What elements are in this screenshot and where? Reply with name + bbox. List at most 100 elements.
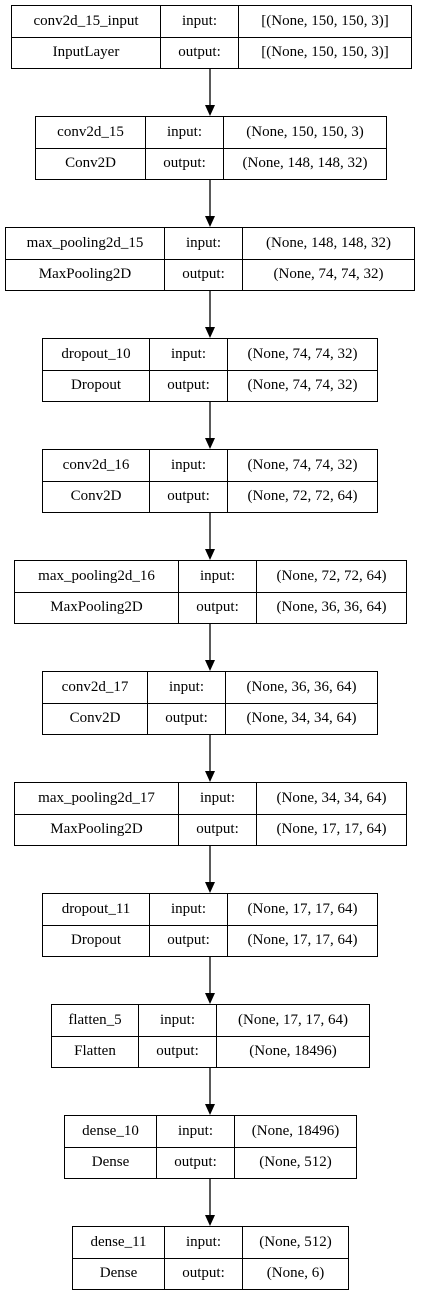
output-label: output:	[164, 1258, 242, 1289]
name-row: conv2d_16 input:(None, 74, 74, 32)	[43, 450, 377, 481]
input-shape: (None, 18496)	[234, 1116, 356, 1147]
input-label: input:	[156, 1116, 234, 1147]
input-shape: (None, 34, 34, 64)	[256, 783, 406, 814]
output-shape: (None, 512)	[234, 1147, 356, 1178]
output-shape: [(None, 150, 150, 3)]	[238, 37, 411, 68]
output-shape: (None, 34, 34, 64)	[225, 703, 377, 734]
arrowhead	[205, 105, 215, 116]
layer-box: max_pooling2d_15 input:(None, 148, 148, 3…	[5, 227, 415, 291]
layer-type: MaxPooling2D	[50, 599, 143, 616]
output-shape: (None, 72, 72, 64)	[227, 481, 377, 512]
output-shape: (None, 74, 74, 32)	[242, 259, 414, 290]
output-shape: (None, 74, 74, 32)	[227, 370, 377, 401]
arrowhead	[205, 882, 215, 893]
arrowhead	[205, 438, 215, 449]
layer-type: Dropout	[71, 377, 121, 394]
type-row: InputLayer output:[(None, 150, 150, 3)]	[12, 36, 411, 68]
arrowhead	[205, 993, 215, 1004]
layer-type: InputLayer	[52, 44, 120, 61]
type-row: Dense output:(None, 6)	[73, 1257, 348, 1289]
type-row: MaxPooling2D output:(None, 36, 36, 64)	[15, 591, 406, 623]
arrowhead	[205, 771, 215, 782]
arrowhead	[205, 216, 215, 227]
layer-name: conv2d_17	[61, 678, 129, 695]
layer-type: MaxPooling2D	[38, 266, 132, 283]
arrow-group	[205, 69, 215, 1226]
layer-name: conv2d_15_input	[33, 12, 139, 29]
layer-type: Flatten	[74, 1043, 116, 1060]
layer-type: Conv2D	[70, 488, 122, 505]
input-label: input:	[149, 450, 227, 481]
output-shape: (None, 17, 17, 64)	[256, 814, 406, 845]
input-shape: [(None, 150, 150, 3)]	[238, 6, 411, 37]
output-label: output:	[149, 925, 227, 956]
layer-box: conv2d_15_input input:[(None, 150, 150, 3…	[11, 5, 412, 69]
layer-name: conv2d_16	[62, 456, 130, 473]
output-label: output:	[164, 259, 242, 290]
layer-name: dense_10	[82, 1122, 139, 1139]
layer-type: Dense	[91, 1154, 130, 1171]
layer-name: flatten_5	[68, 1011, 122, 1028]
input-shape: (None, 512)	[242, 1227, 348, 1258]
input-shape: (None, 148, 148, 32)	[242, 228, 414, 259]
name-row: max_pooling2d_15 input:(None, 148, 148, 3…	[6, 228, 414, 259]
name-row: dense_10 input:(None, 18496)	[65, 1116, 356, 1147]
arrowhead	[205, 660, 215, 671]
input-label: input:	[147, 672, 225, 703]
arrowhead	[205, 327, 215, 338]
layer-name: max_pooling2d_15	[26, 234, 144, 251]
output-label: output:	[178, 592, 256, 623]
layer-type: Dense	[99, 1265, 138, 1282]
input-label: input:	[164, 228, 242, 259]
output-shape: (None, 6)	[242, 1258, 348, 1289]
input-shape: (None, 36, 36, 64)	[225, 672, 377, 703]
layer-name: dropout_10	[61, 345, 131, 362]
output-shape: (None, 36, 36, 64)	[256, 592, 406, 623]
input-label: input:	[145, 117, 223, 148]
input-label: input:	[178, 561, 256, 592]
input-shape: (None, 72, 72, 64)	[256, 561, 406, 592]
layer-type: Conv2D	[69, 710, 121, 727]
output-label: output:	[149, 370, 227, 401]
input-label: input:	[164, 1227, 242, 1258]
input-shape: (None, 74, 74, 32)	[227, 339, 377, 370]
input-label: input:	[160, 6, 238, 37]
type-row: MaxPooling2D output:(None, 17, 17, 64)	[15, 813, 406, 845]
output-label: output:	[178, 814, 256, 845]
layer-type: Conv2D	[65, 155, 116, 172]
layer-name: dropout_11	[61, 900, 131, 917]
type-row: MaxPooling2D output:(None, 74, 74, 32)	[6, 258, 414, 290]
input-shape: (None, 74, 74, 32)	[227, 450, 377, 481]
input-shape: (None, 150, 150, 3)	[223, 117, 386, 148]
input-shape: (None, 17, 17, 64)	[216, 1005, 369, 1036]
layer-type: MaxPooling2D	[50, 821, 143, 838]
output-label: output:	[160, 37, 238, 68]
output-label: output:	[145, 148, 223, 179]
name-row: conv2d_17 input:(None, 36, 36, 64)	[43, 672, 377, 703]
layer-type: Dropout	[71, 932, 121, 949]
arrowhead	[205, 1215, 215, 1226]
